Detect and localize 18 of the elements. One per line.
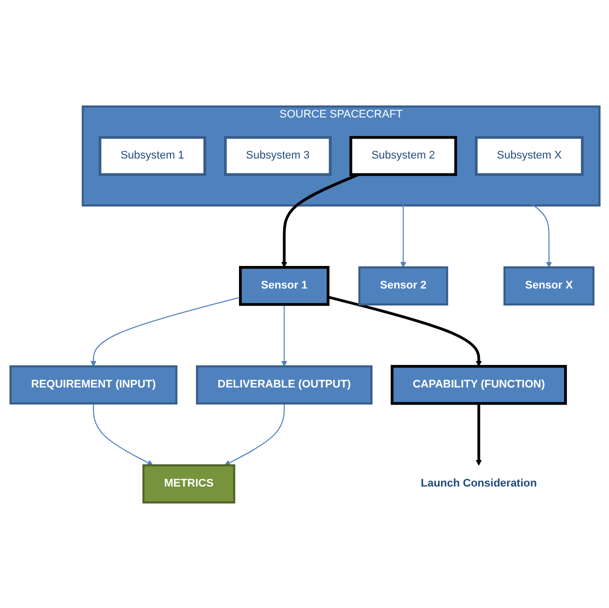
node-box: Sensor X	[502, 266, 594, 306]
node-box: Subsystem 1	[98, 136, 206, 176]
node-box: Subsystem X	[474, 136, 584, 176]
arrow	[280, 304, 287, 366]
arrow	[327, 295, 482, 366]
node-box: Subsystem 3	[224, 136, 332, 176]
node-box: Subsystem 2	[348, 136, 457, 176]
node-box: CAPABILITY (FUNCTION)	[390, 364, 566, 404]
node-box: Sensor 2	[358, 266, 448, 306]
arrow	[475, 402, 482, 466]
node-box: METRICS	[142, 464, 235, 503]
arrow	[224, 402, 284, 466]
node-box: REQUIREMENT (INPUT)	[8, 364, 177, 404]
node-box: Sensor 1	[238, 266, 329, 306]
node-text: Launch Consideration	[420, 477, 536, 489]
arrow	[90, 296, 240, 366]
node-box: DELIVERABLE (OUTPUT)	[195, 364, 372, 404]
arrow	[92, 402, 153, 466]
